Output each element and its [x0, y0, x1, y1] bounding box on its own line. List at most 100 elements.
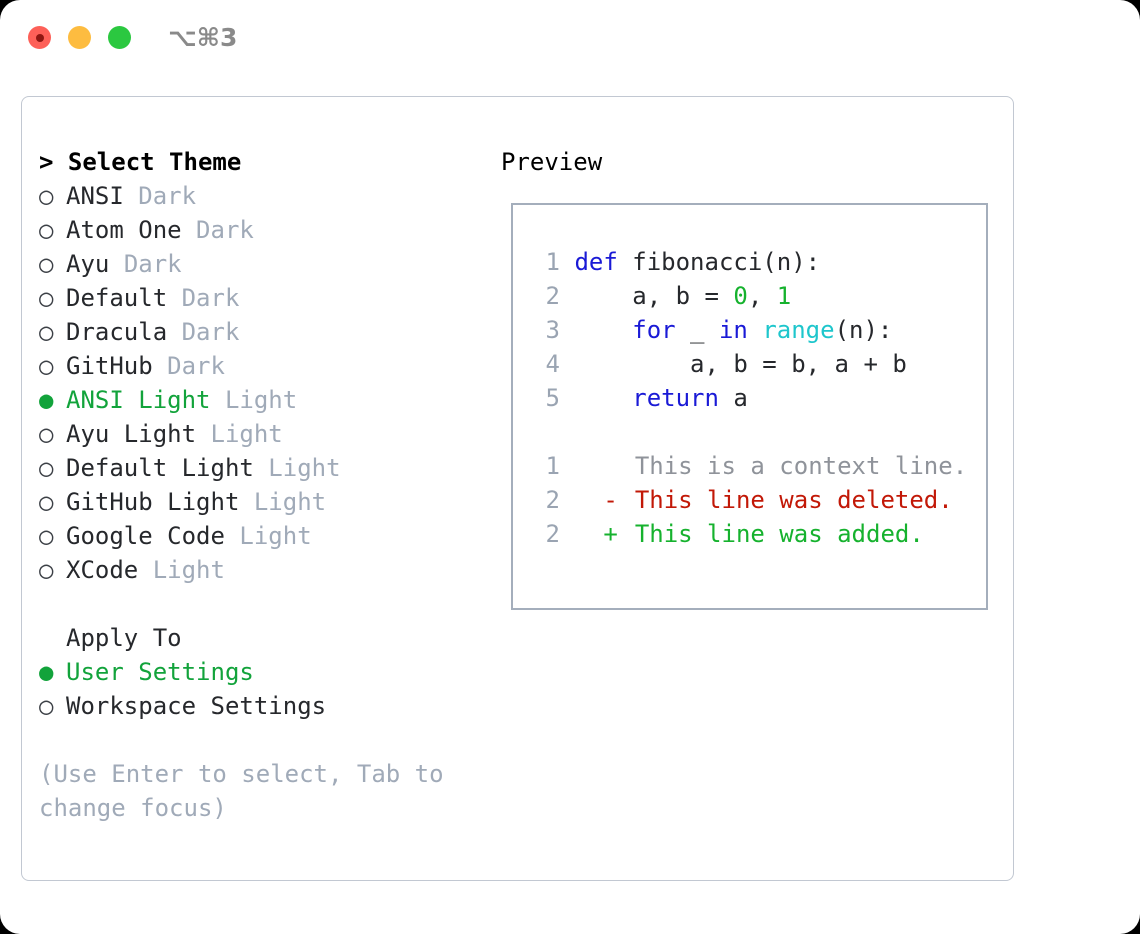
radio-unselected-icon: ○: [39, 250, 54, 278]
keyboard-shortcut-label: ⌥⌘3: [168, 23, 238, 52]
theme-name: Ayu Light: [66, 420, 197, 448]
code-token-num: 1: [776, 282, 792, 310]
code-token-plain: ,: [747, 282, 777, 310]
code-line: 3 for _ in range(n):: [529, 313, 978, 347]
code-token-kw: for: [632, 316, 676, 344]
theme-gap: [167, 284, 181, 312]
close-button[interactable]: [28, 26, 51, 49]
preview-heading: Preview: [501, 148, 603, 176]
gutter-gap: [560, 282, 574, 310]
theme-gap: [167, 318, 181, 346]
theme-gap: [153, 352, 167, 380]
code-token-build: range: [762, 316, 835, 344]
radio-unselected-icon: ○: [39, 454, 54, 482]
theme-kind-label: Light: [268, 454, 341, 482]
theme-list-item[interactable]: ○ XCode Light: [39, 553, 479, 587]
code-line: 1 def fibonacci(n):: [529, 245, 978, 279]
diff-gutter-gap: [560, 452, 603, 480]
theme-list-item[interactable]: ○Google Code Light: [39, 519, 479, 553]
gutter-gap: [560, 316, 574, 344]
theme-list-item[interactable]: ○GitHub Light Light: [39, 485, 479, 519]
theme-kind-label: Light: [224, 386, 298, 414]
gutter-gap: [560, 350, 574, 378]
line-number: 2: [545, 486, 560, 514]
minimize-button[interactable]: [68, 26, 91, 49]
diff-marker: [603, 449, 620, 483]
line-number: 4: [545, 350, 560, 378]
theme-gap: [239, 488, 253, 516]
theme-kind-label: Dark: [167, 352, 225, 380]
theme-list-item[interactable]: ○ Ayu Light Light: [39, 417, 479, 451]
code-token-plain: [748, 316, 762, 344]
code-token-plain: [574, 316, 632, 344]
diff-marker: +: [603, 520, 618, 548]
diff-gutter-gap: [560, 486, 603, 514]
theme-gap: [138, 556, 152, 584]
radio-unselected-icon: ○: [39, 420, 54, 448]
line-number: 3: [545, 316, 560, 344]
theme-kind-label: Dark: [123, 250, 182, 278]
theme-name: ANSI: [66, 182, 124, 210]
theme-list-item[interactable]: ○Dracula Dark: [39, 315, 479, 349]
radio-unselected-icon: ○: [39, 692, 54, 720]
radio-unselected-icon: ○: [39, 352, 54, 380]
theme-list[interactable]: ○ANSI Dark○Atom One Dark○Ayu Dark○Defaul…: [39, 179, 479, 587]
apply-to-option[interactable]: ●User Settings: [39, 655, 479, 689]
code-line: 2 a, b = 0, 1: [529, 279, 978, 313]
radio-unselected-icon: ○: [39, 522, 54, 550]
diff-gap: [620, 486, 634, 514]
theme-gap: [211, 386, 225, 414]
diff-line: 1 This is a context line.: [529, 449, 978, 483]
radio-unselected-icon: ○: [39, 556, 54, 584]
theme-list-item[interactable]: ○ANSI Dark: [39, 179, 479, 213]
diff-text: This line was deleted.: [634, 486, 953, 514]
theme-name: ANSI Light: [66, 386, 211, 414]
title-bar: ⌥⌘3: [0, 0, 1140, 78]
diff-line: 2 + This line was added.: [529, 517, 978, 551]
theme-name: Atom One: [66, 216, 182, 244]
theme-name: Dracula: [66, 318, 168, 346]
theme-name: XCode: [66, 556, 139, 584]
apply-to-heading: Apply To: [66, 624, 182, 652]
list-spacer: [39, 587, 479, 621]
code-diff-spacer: [529, 415, 978, 449]
theme-name: Ayu: [66, 250, 110, 278]
theme-gap: [109, 250, 123, 278]
theme-kind-label: Dark: [181, 318, 240, 346]
diff-line: 2 - This line was deleted.: [529, 483, 978, 517]
theme-kind-label: Light: [210, 420, 283, 448]
theme-gap: [225, 522, 239, 550]
code-token-plain: a, b = b, a + b: [574, 350, 907, 378]
theme-name: Google Code: [66, 522, 225, 550]
code-token-plain: _: [675, 316, 719, 344]
theme-list-item[interactable]: ●ANSI Light Light: [39, 383, 479, 417]
theme-list-item[interactable]: ○Atom One Dark: [39, 213, 479, 247]
content-panel: > Select Theme ○ANSI Dark○Atom One Dark○…: [21, 96, 1014, 881]
apply-to-label: Workspace Settings: [66, 692, 327, 720]
theme-name: Default: [66, 284, 168, 312]
theme-list-item[interactable]: ○ Ayu Dark: [39, 247, 479, 281]
theme-list-item[interactable]: ○Default Dark: [39, 281, 479, 315]
theme-name: GitHub: [66, 352, 153, 380]
radio-unselected-icon: ○: [39, 182, 54, 210]
radio-unselected-icon: ○: [39, 284, 54, 312]
diff-gap: [620, 452, 634, 480]
code-token-num: 0: [733, 282, 748, 310]
code-token-plain: fibonacci(n):: [632, 248, 821, 276]
line-number: 2: [545, 520, 560, 548]
code-token-kw: return: [632, 384, 719, 412]
theme-list-item[interactable]: ○Default Light Light: [39, 451, 479, 485]
zoom-button[interactable]: [108, 26, 131, 49]
theme-gap: [124, 182, 138, 210]
diff-text: This line was added.: [634, 520, 924, 548]
apply-to-list[interactable]: ●User Settings ○ Workspace Settings: [39, 655, 479, 723]
radio-selected-icon: ●: [39, 658, 54, 686]
theme-kind-label: Light: [152, 556, 225, 584]
apply-to-option[interactable]: ○ Workspace Settings: [39, 689, 479, 723]
theme-list-item[interactable]: ○ GitHub Dark: [39, 349, 479, 383]
theme-selection-column: > Select Theme ○ANSI Dark○Atom One Dark○…: [39, 145, 479, 825]
